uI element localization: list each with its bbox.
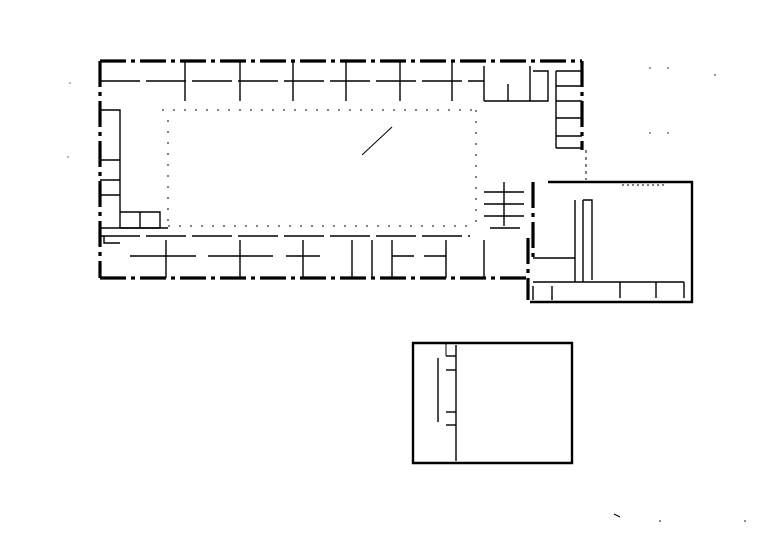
west-wing-rooms [100,109,168,229]
east-annex-exterior-wall [530,150,694,304]
east-annex [530,150,694,304]
south-outbuilding-exterior-wall [411,341,574,465]
north-corridor-wall [100,66,533,102]
south-outbuilding-partitions [437,342,457,461]
drawing-specks [67,67,746,522]
main-block-exterior-wall [98,59,584,300]
north-east-stair [533,70,582,149]
east-annex-rooms [532,184,685,300]
main-block [98,59,584,300]
north-room-partitions [184,61,453,101]
south-outbuilding [411,341,574,465]
south-room-partitions [130,240,485,278]
inner-courtyard [162,109,477,227]
east-stair [484,182,524,229]
south-corridor-wall [100,235,470,244]
